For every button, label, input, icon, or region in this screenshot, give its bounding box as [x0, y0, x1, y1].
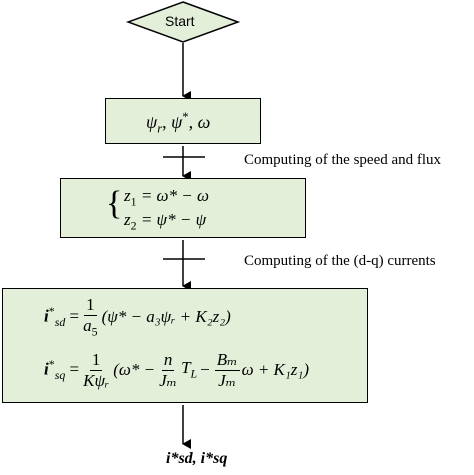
equation-z1: z1 = ω* − ω: [124, 186, 210, 209]
equation-isq: i*sq = 1 Kψᵣ (ω* − n Jₘ TL − Bₘ Jₘ ω + K…: [44, 350, 309, 390]
start-label: Start: [165, 13, 195, 29]
equation-z2: z2 = ψ* − ψ: [124, 210, 207, 233]
input-variables-text: ψr, ψ*, ω: [146, 110, 211, 136]
fraction-1-over-a5: 1 a5: [83, 295, 98, 338]
input-variables-box: [105, 98, 261, 144]
equation-isd: i*sd = 1 a5 (ψ* − a₃ψᵣ + K₂z₂): [44, 295, 231, 338]
output-currents: i*sd, i*sq: [166, 450, 228, 467]
annotation-speed-flux: Computing of the speed and flux: [244, 152, 442, 168]
equation-brace: {: [106, 185, 123, 222]
fraction-n-over-jm: n Jₘ: [159, 350, 178, 390]
annotation-dq-currents: Computing of the (d-q) currents: [244, 253, 436, 269]
fraction-1-over-kpsi: 1 Kψᵣ: [83, 350, 110, 390]
current-reference-box: [2, 288, 368, 403]
start-diamond: [125, 1, 241, 43]
error-computation-box: [60, 178, 306, 238]
fraction-bm-over-jm: Bₘ Jₘ: [214, 350, 240, 390]
